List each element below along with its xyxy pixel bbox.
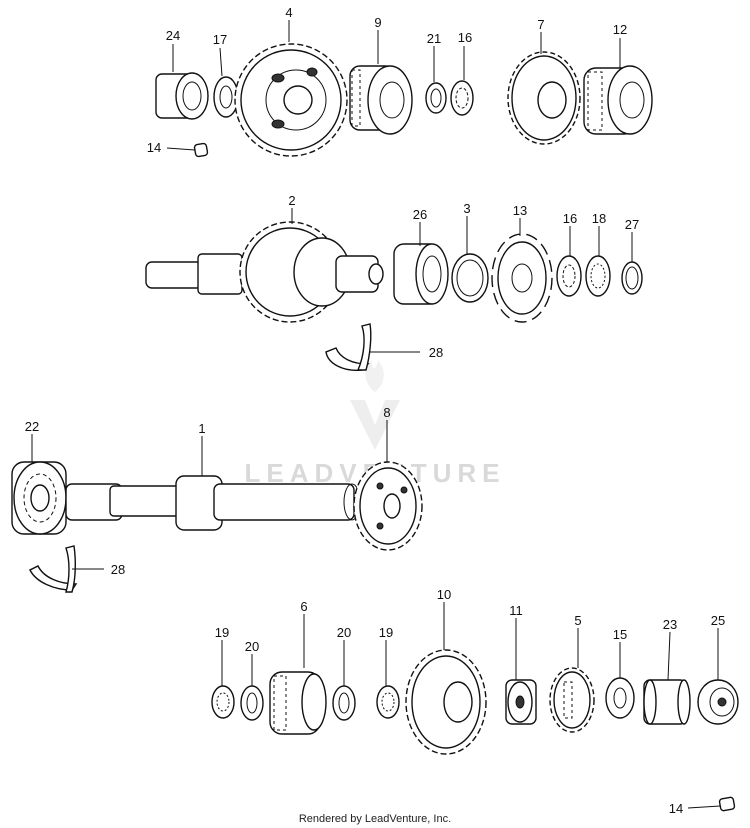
- part-6-gear[interactable]: [269, 671, 327, 735]
- callout-26: 26: [413, 207, 427, 222]
- callout-10: 10: [437, 587, 451, 602]
- callout-6: 6: [300, 599, 307, 614]
- callout-1: 1: [198, 421, 205, 436]
- callout-17: 17: [213, 32, 227, 47]
- callout-3: 3: [463, 201, 470, 216]
- callout-2: 2: [288, 193, 295, 208]
- part-20-thrust-washer-right[interactable]: [332, 685, 356, 721]
- part-3-ring[interactable]: [451, 253, 489, 303]
- callout-labels: 24 17 4 9 21 16 7 12 14 2 26 3 13 16 18 …: [25, 5, 725, 816]
- part-21-circlip[interactable]: [425, 82, 447, 114]
- part-19-splined-washer-left[interactable]: [211, 685, 235, 719]
- part-10-gear[interactable]: [405, 649, 487, 755]
- callout-16-top: 16: [458, 30, 472, 45]
- callout-25: 25: [711, 613, 725, 628]
- callout-8: 8: [383, 405, 390, 420]
- part-17-washer[interactable]: [213, 76, 239, 118]
- callout-28-mid: 28: [429, 345, 443, 360]
- part-28-half-ring-low[interactable]: [29, 545, 78, 593]
- callout-14-bottom: 14: [669, 801, 683, 816]
- part-22-bearing[interactable]: [11, 461, 67, 535]
- callout-21: 21: [427, 31, 441, 46]
- callout-14-top: 14: [147, 140, 161, 155]
- callout-28-low: 28: [111, 562, 125, 577]
- part-16-splined-washer-mid[interactable]: [556, 255, 582, 297]
- part-23-bushing[interactable]: [643, 679, 691, 725]
- callout-4: 4: [285, 5, 292, 20]
- part-2-countershaft[interactable]: [145, 221, 384, 323]
- callout-22: 22: [25, 419, 39, 434]
- part-27-circlip[interactable]: [621, 261, 643, 295]
- part-20-thrust-washer-left[interactable]: [240, 685, 264, 721]
- part-16-splined-washer-top[interactable]: [450, 80, 474, 116]
- part-26-bushing[interactable]: [393, 243, 449, 305]
- part-8-gear[interactable]: [353, 461, 423, 551]
- callout-13: 13: [513, 203, 527, 218]
- callout-15: 15: [613, 627, 627, 642]
- part-13-sprocket[interactable]: [491, 233, 553, 323]
- callout-19-left: 19: [215, 625, 229, 640]
- part-7-gear[interactable]: [507, 51, 581, 145]
- callout-20-right: 20: [337, 625, 351, 640]
- part-12-gear[interactable]: [583, 65, 653, 135]
- callout-9: 9: [374, 15, 381, 30]
- callout-12: 12: [613, 22, 627, 37]
- part-18-lock-washer[interactable]: [585, 255, 611, 297]
- callout-20-left: 20: [245, 639, 259, 654]
- part-14-pin-bottom[interactable]: [718, 796, 736, 812]
- part-24-bearing[interactable]: [155, 72, 209, 120]
- part-15-washer[interactable]: [605, 677, 635, 719]
- callout-5: 5: [574, 613, 581, 628]
- part-9-gear[interactable]: [349, 65, 413, 135]
- footer-credit: Rendered by LeadVenture, Inc.: [299, 813, 451, 825]
- part-5-gear[interactable]: [549, 667, 595, 733]
- callout-11: 11: [509, 603, 523, 618]
- callout-16-mid: 16: [563, 211, 577, 226]
- leader-lines: [31, 20, 721, 809]
- part-14-pin-top[interactable]: [193, 142, 209, 158]
- callout-19-right: 19: [379, 625, 393, 640]
- callout-18: 18: [592, 211, 606, 226]
- part-25-bearing[interactable]: [697, 679, 739, 725]
- callout-23: 23: [663, 617, 677, 632]
- part-4-gear[interactable]: [234, 43, 348, 157]
- part-1-mainshaft[interactable]: [65, 475, 361, 531]
- part-28-half-ring-mid[interactable]: [325, 323, 372, 371]
- part-11-bushing[interactable]: [505, 679, 537, 725]
- part-19-splined-washer-right[interactable]: [376, 685, 400, 719]
- leadventure-watermark-logo: [350, 360, 400, 450]
- callout-27: 27: [625, 217, 639, 232]
- callout-24: 24: [166, 28, 180, 43]
- callout-7: 7: [537, 17, 544, 32]
